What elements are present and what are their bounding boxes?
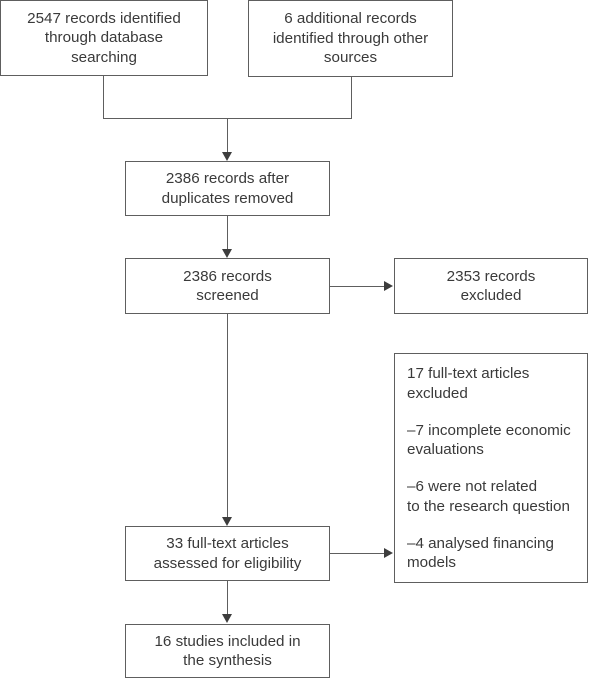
box-fulltext-assessed: 33 full-text articles assessed for eligi… — [125, 526, 330, 581]
arrow-to-records-excluded — [384, 280, 393, 291]
arrow-to-fulltext-assessed — [221, 517, 232, 526]
fulltext-excluded-item-1: –7 incomplete economic evaluations — [407, 421, 571, 459]
arrow-to-screened — [221, 249, 232, 258]
connector-screened-to-excluded — [330, 286, 384, 287]
fulltext-excluded-item-0: 17 full-text articles excluded — [407, 365, 530, 402]
connector-duplicates-to-screened — [227, 216, 228, 249]
box-fulltext-assessed-text: 33 full-text articles assessed for eligi… — [153, 535, 302, 572]
box-after-duplicates-text: 2386 records after duplicates removed — [161, 170, 294, 207]
box-database-records-text: 2547 records identified through database… — [27, 9, 181, 66]
box-records-excluded-text: 2353 records excluded — [446, 267, 536, 304]
box-fulltext-excluded: 17 full-text articles excluded –7 incomp… — [394, 353, 588, 583]
connector-screened-to-fulltext — [227, 314, 228, 517]
box-records-excluded: 2353 records excluded — [394, 258, 588, 314]
box-after-duplicates: 2386 records after duplicates removed — [125, 161, 330, 216]
box-studies-included: 16 studies included in the synthesis — [125, 624, 330, 678]
connector-merge-stem — [227, 118, 228, 154]
connector-database-down — [103, 75, 104, 119]
box-records-screened: 2386 records screened — [125, 258, 330, 314]
connector-fulltext-to-excluded — [330, 553, 384, 554]
arrow-to-fulltext-excluded — [384, 547, 393, 558]
arrow-to-included — [221, 614, 232, 623]
fulltext-excluded-list: 17 full-text articles excluded –7 incomp… — [407, 364, 577, 573]
box-records-screened-text: 2386 records screened — [183, 267, 272, 304]
arrow-to-after-duplicates — [221, 152, 232, 161]
box-other-records: 6 additional records identified through … — [248, 0, 453, 77]
fulltext-excluded-item-2: –6 were not related to the research ques… — [407, 478, 570, 515]
connector-fulltext-to-included — [227, 581, 228, 614]
box-studies-included-text: 16 studies included in the synthesis — [154, 632, 301, 669]
box-other-records-text: 6 additional records identified through … — [272, 10, 429, 67]
fulltext-excluded-item-3: –4 analysed financing models — [407, 534, 554, 572]
box-database-records: 2547 records identified through database… — [0, 0, 208, 76]
connector-other-down — [351, 76, 352, 119]
